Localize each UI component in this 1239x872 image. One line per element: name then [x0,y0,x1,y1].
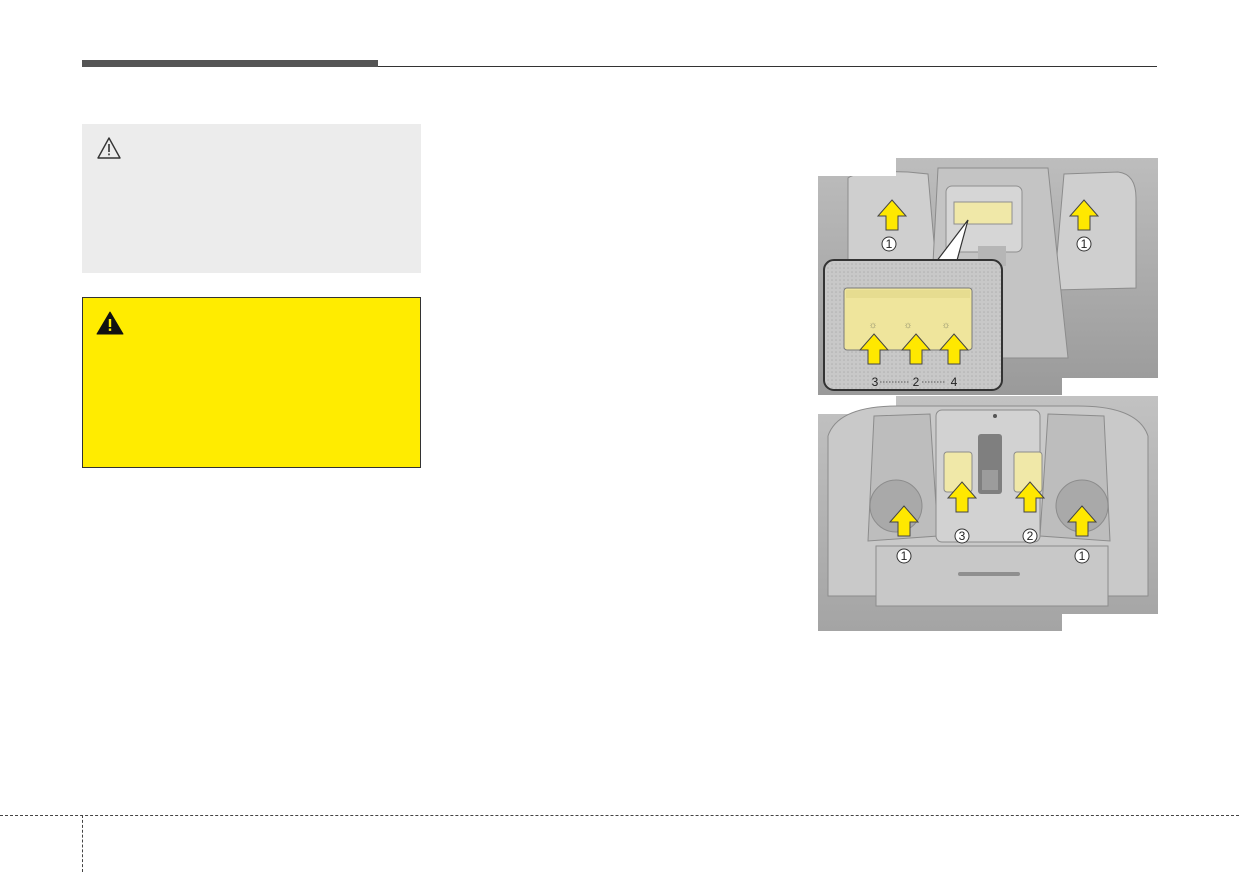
arrow-icon [1068,199,1100,231]
header-bar [82,60,378,67]
footer-divider [82,815,83,872]
callout-2-bottom: 2 [1027,529,1034,543]
caution-box [82,124,421,273]
inset-zoom: ☼ ☼ ☼ 3 2 4 [823,259,1003,391]
svg-text:☼: ☼ [868,320,877,331]
arrow-icon [946,481,978,513]
arrow-icon [888,505,920,537]
warning-box [82,297,421,468]
overhead-console-figure-top: 1 1 ☼ ☼ ☼ 3 2 4 [818,158,1158,395]
callout-3-inset: 3 [872,375,879,389]
arrow-icon [876,199,908,231]
arrow-icon [900,333,932,365]
arrow-icon [938,333,970,365]
arrow-icon [1014,481,1046,513]
arrow-icon [1066,505,1098,537]
callout-1-left: 1 [886,237,893,251]
header-rule [378,66,1157,67]
caution-icon [97,137,121,159]
overhead-console-figure-bottom: 1 3 2 1 [818,396,1158,631]
footer-rule [0,815,1239,816]
svg-text:☼: ☼ [941,320,950,331]
callout-3-bottom: 3 [959,529,966,543]
callout-2-inset: 2 [913,375,920,389]
warning-icon [96,311,124,335]
callout-4-inset: 4 [951,375,958,389]
arrow-icon [858,333,890,365]
callout-1-far-left: 1 [901,549,908,563]
callout-1-far-right: 1 [1079,549,1086,563]
svg-text:☼: ☼ [903,320,912,331]
callout-1-right: 1 [1081,237,1088,251]
